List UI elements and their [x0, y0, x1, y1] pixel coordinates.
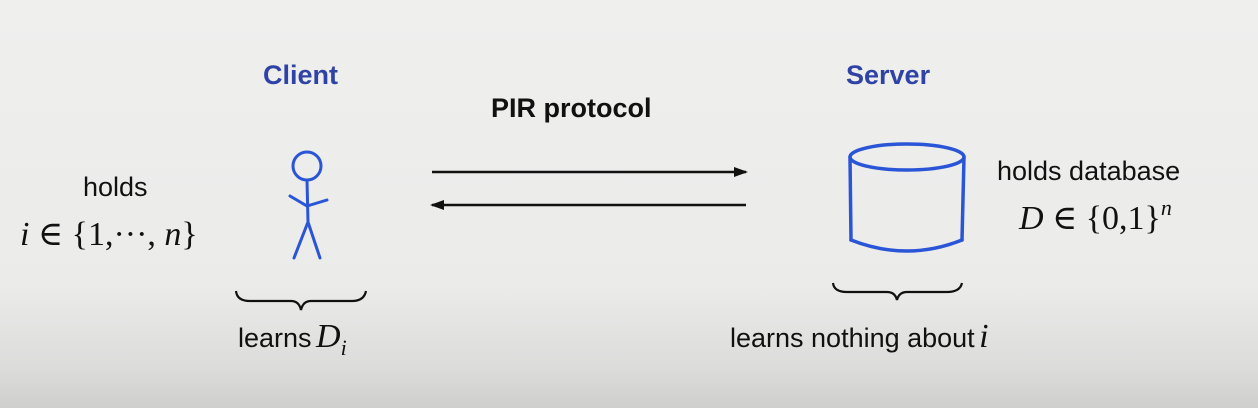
client-title: Client [263, 60, 339, 90]
set-close: } [181, 216, 198, 253]
client-learns-expression: Di [316, 318, 347, 359]
client-learns: learns Di [238, 318, 347, 359]
element-of-symbol: ∈ [37, 216, 64, 253]
n-variable: n [164, 216, 182, 253]
server-holds-label: holds database [997, 156, 1181, 186]
index-variable: i [979, 318, 989, 355]
ellipsis: ··· [113, 216, 148, 253]
server-learns: learns nothing about i [730, 318, 989, 356]
element-of-symbol: ∈ [1052, 200, 1078, 237]
database-variable: D [1019, 200, 1044, 237]
binary-set: {0,1} [1085, 200, 1161, 237]
database-icon [848, 142, 966, 253]
client-learns-label: learns [238, 323, 312, 353]
server-title: Server [846, 60, 931, 90]
client-holds-label: holds [83, 172, 148, 202]
index-subscript: i [340, 335, 347, 360]
server-brace-icon [831, 282, 964, 301]
client-holds-expression: i ∈ {1,···, n} [20, 214, 198, 254]
database-variable: D [316, 318, 341, 355]
set-open: {1, [71, 216, 114, 253]
protocol-label: PIR protocol [491, 93, 652, 123]
set-comma: , [147, 216, 156, 253]
stick-figure-icon [288, 150, 329, 260]
set-exponent: n [1160, 195, 1172, 220]
server-holds-expression: D ∈ {0,1}n [1019, 195, 1172, 238]
index-variable: i [20, 216, 30, 253]
client-brace-icon [234, 290, 368, 311]
server-learns-label: learns nothing about [730, 323, 975, 353]
server-learns-expression: i [979, 318, 988, 355]
